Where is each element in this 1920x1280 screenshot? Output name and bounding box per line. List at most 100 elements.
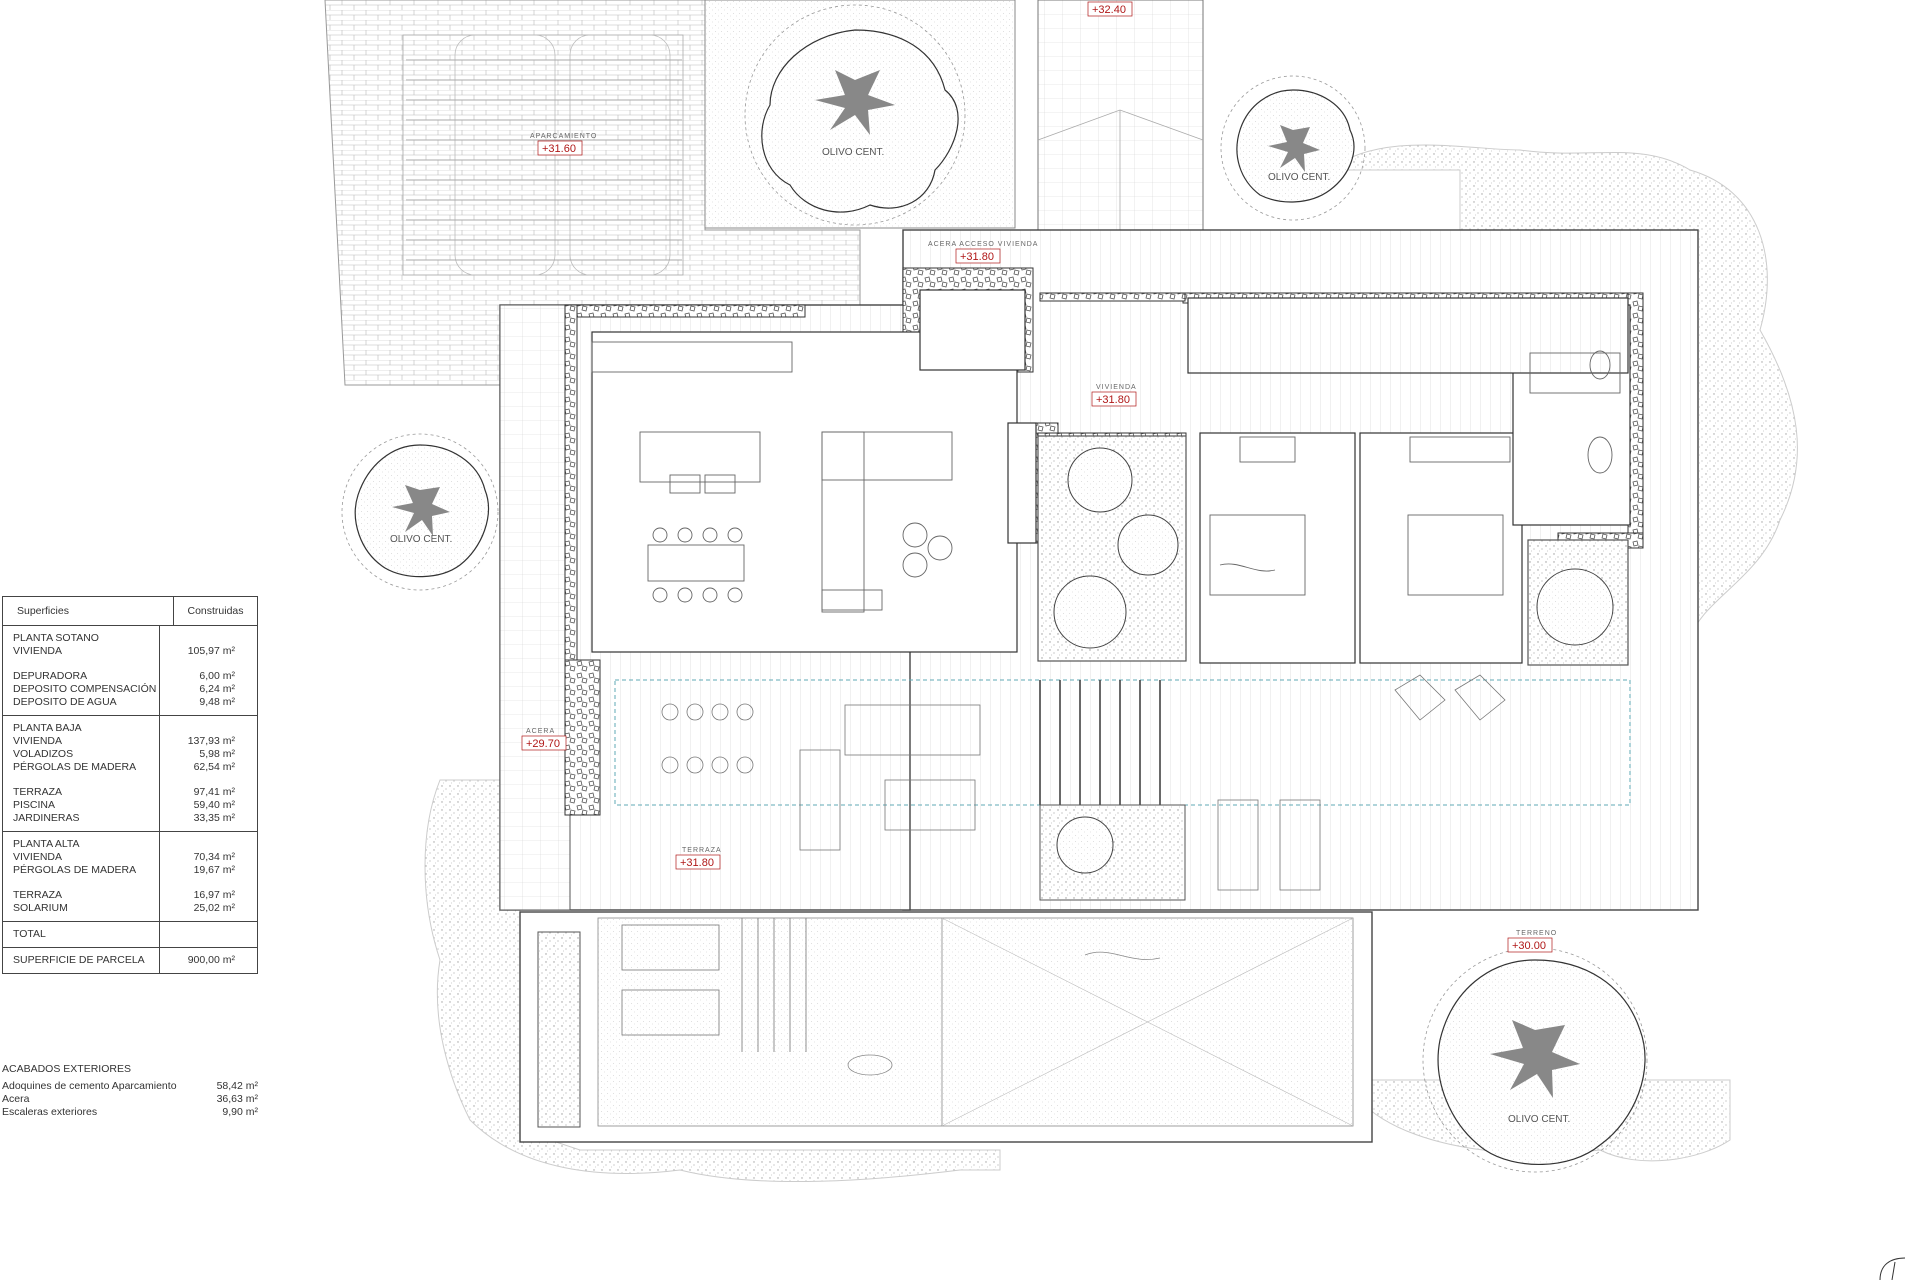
surfaces-row-name: DEPURADORA: [13, 670, 88, 682]
level-top: +32.40: [1092, 4, 1126, 16]
label-land: TERRENO: [1516, 930, 1557, 937]
area-labels: APARCAMIENTO ACERA ACCESO VIVIENDA VIVIE…: [526, 133, 1557, 937]
tree-label-4: OLIVO CENT.: [1508, 1114, 1570, 1125]
level-entry: +31.80: [960, 251, 994, 263]
finishes-title: ACABADOS EXTERIORES: [2, 1063, 131, 1075]
surfaces-row-name: PLANTA ALTA: [13, 838, 80, 850]
surfaces-row-value: 62,54 m²: [193, 761, 235, 773]
surfaces-row-name: VIVIENDA: [13, 851, 63, 863]
surfaces-row-value: 33,35 m²: [193, 812, 235, 824]
tree-olive-3: [341, 433, 499, 591]
bedroom-furniture: [1209, 350, 1621, 596]
surfaces-row-value: 105,97 m²: [187, 645, 235, 657]
surfaces-row-value: 97,41 m²: [193, 786, 235, 798]
small-trees: [1053, 447, 1614, 874]
surfaces-row-value: 900,00 m²: [187, 954, 235, 966]
label-sidewalk: ACERA: [526, 728, 555, 735]
surfaces-row: PLANTA ALTA: [3, 838, 257, 851]
access-stair: [1037, 0, 1204, 231]
surfaces-row: PLANTA SOTANO: [3, 632, 257, 645]
surfaces-row: VIVIENDA 137,93 m²: [3, 735, 257, 748]
surfaces-row-value: 16,97 m²: [193, 889, 235, 901]
pool: [519, 911, 1373, 1143]
surfaces-row-name: DEPOSITO DE AGUA: [13, 696, 117, 708]
surfaces-row: DEPOSITO DE AGUA 9,48 m²: [3, 696, 257, 709]
tree-label-3: OLIVO CENT.: [390, 534, 452, 545]
surfaces-row-value: 59,40 m²: [193, 799, 235, 811]
label-entry: ACERA ACCESO VIVIENDA: [928, 241, 1038, 248]
surfaces-row-value: [159, 928, 257, 941]
tree-olive-2: [1220, 75, 1366, 221]
surfaces-row-value: [159, 722, 257, 735]
surfaces-section: SUPERFICIE DE PARCELA 900,00 m²: [3, 948, 257, 973]
label-hall: VIVIENDA: [1096, 384, 1137, 391]
tree-olive-1: [744, 4, 966, 226]
surfaces-row-value: 19,67 m²: [193, 864, 235, 876]
tree-label-1: OLIVO CENT.: [822, 147, 884, 158]
finishes-row-name: Acera: [2, 1093, 30, 1105]
surfaces-row-name: SOLARIUM: [13, 902, 68, 914]
finishes-row: Acera 36,63 m²: [2, 1093, 258, 1106]
surfaces-row: VIVIENDA 70,34 m²: [3, 851, 257, 864]
kitchen-furniture: [591, 341, 953, 613]
surfaces-row-name: TERRAZA: [13, 786, 63, 798]
surfaces-row: TERRAZA 97,41 m²: [3, 786, 257, 799]
finishes-row-name: Escaleras exteriores: [2, 1106, 98, 1118]
surfaces-header-value: Construidas: [187, 605, 244, 617]
surfaces-row-name: TOTAL: [13, 928, 46, 940]
level-hall: +31.80: [1096, 394, 1130, 406]
surfaces-row-value: 137,93 m²: [187, 735, 235, 747]
olive-trees: [341, 4, 1648, 1173]
surfaces-section: TOTAL: [3, 922, 257, 948]
exterior-finishes: ACABADOS EXTERIORES Adoquines de cemento…: [2, 1063, 258, 1119]
tree-label-2: OLIVO CENT.: [1268, 172, 1330, 183]
level-markers: +31.60 +32.40 +31.80 +31.80 +29.70 +31.8…: [521, 1, 1553, 953]
surfaces-row-value: [159, 632, 257, 645]
surfaces-row: VIVIENDA 105,97 m²: [3, 645, 257, 658]
finishes-row-value: 36,63 m²: [216, 1093, 258, 1105]
finishes-row-name: Adoquines de cemento Aparcamiento: [2, 1080, 177, 1092]
surfaces-row-name: VIVIENDA: [13, 735, 63, 747]
surfaces-row-value: 6,00 m²: [199, 670, 235, 682]
tree-labels: OLIVO CENT. OLIVO CENT. OLIVO CENT. OLIV…: [390, 147, 1570, 1125]
surfaces-row-value: 70,34 m²: [193, 851, 235, 863]
surfaces-header-name: Superficies: [3, 597, 174, 625]
level-sidewalk: +29.70: [526, 738, 560, 750]
surfaces-row-value: 5,98 m²: [199, 748, 235, 760]
north-arrow-icon: [1879, 1257, 1906, 1280]
surfaces-row-name: PLANTA BAJA: [13, 722, 82, 734]
surfaces-row: DEPURADORA 6,00 m²: [3, 670, 257, 683]
level-land: +30.00: [1512, 940, 1546, 952]
surfaces-row-name: PÉRGOLAS DE MADERA: [13, 761, 137, 773]
surfaces-row: PÉRGOLAS DE MADERA 19,67 m²: [3, 864, 257, 877]
surfaces-row-name: VOLADIZOS: [13, 748, 74, 760]
surfaces-row-name: PÉRGOLAS DE MADERA: [13, 864, 137, 876]
surfaces-row-name: VIVIENDA: [13, 645, 63, 657]
finishes-row: Adoquines de cemento Aparcamiento 58,42 m…: [2, 1080, 258, 1093]
surfaces-row: PLANTA BAJA: [3, 722, 257, 735]
surfaces-row: TOTAL: [3, 928, 257, 941]
surfaces-row-name: PISCINA: [13, 799, 56, 811]
finishes-row-value: 58,42 m²: [216, 1080, 258, 1092]
surfaces-row-value: 25,02 m²: [193, 902, 235, 914]
surfaces-row-name: SUPERFICIE DE PARCELA: [13, 954, 145, 966]
surfaces-row-value: [159, 838, 257, 851]
surfaces-row: SUPERFICIE DE PARCELA 900,00 m²: [3, 954, 257, 967]
surfaces-row-value: 6,24 m²: [199, 683, 235, 695]
surfaces-row: SOLARIUM 25,02 m²: [3, 902, 257, 915]
tree-olive-4: [1422, 947, 1648, 1173]
level-terrace: +31.80: [680, 857, 714, 869]
level-parking: +31.60: [542, 143, 576, 155]
surfaces-row-name: PLANTA SOTANO: [13, 632, 99, 644]
surfaces-row-value: 9,48 m²: [199, 696, 235, 708]
label-parking: APARCAMIENTO: [530, 133, 597, 140]
surfaces-row: VOLADIZOS 5,98 m²: [3, 748, 257, 761]
